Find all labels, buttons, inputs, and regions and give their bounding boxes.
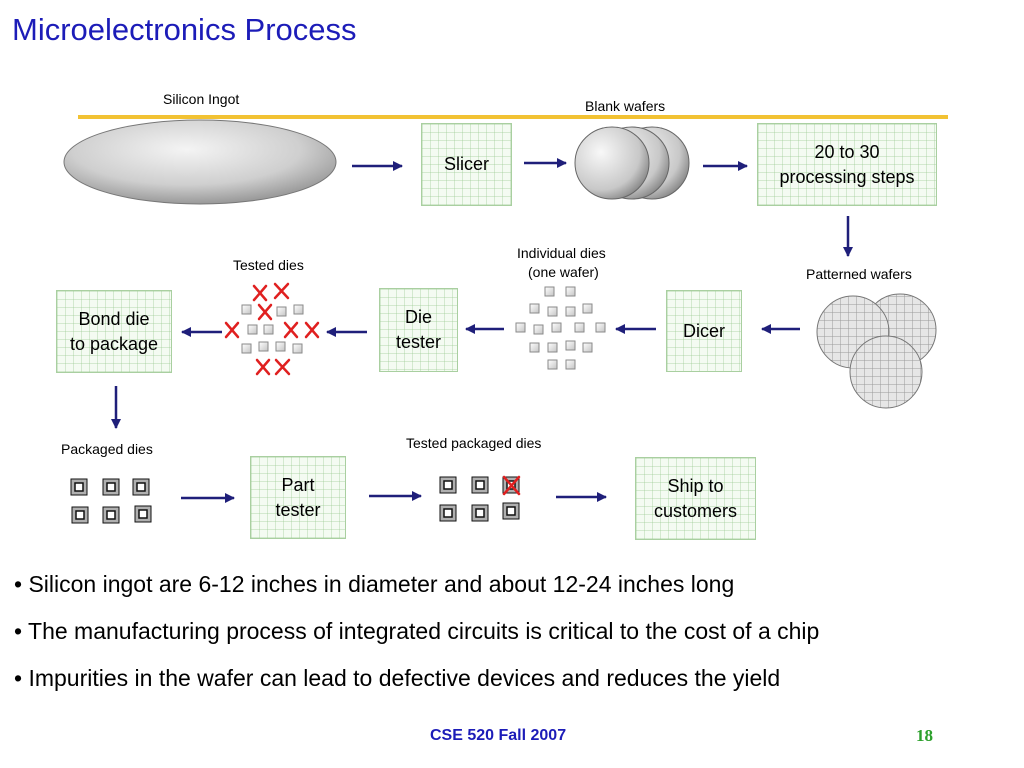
bullet-item: • Impurities in the wafer can lead to de… <box>14 665 781 691</box>
blank-wafers-icon <box>574 126 690 200</box>
divider-line <box>78 115 948 119</box>
tested-packaged-dies-icon <box>439 475 521 522</box>
label-individual-dies: Individual dies <box>517 245 606 261</box>
individual-dies-icon <box>515 286 606 370</box>
processing-steps-box: 20 to 30 processing steps <box>757 123 937 206</box>
footer-course: CSE 520 Fall 2007 <box>430 727 567 744</box>
ship-box: Ship to customers <box>635 457 756 540</box>
defective-marks <box>224 282 320 376</box>
flow-arrows <box>111 158 853 503</box>
packaged-dies-icon <box>70 478 152 524</box>
tested-dies-icon <box>241 304 304 354</box>
bullet-item: • The manufacturing process of integrate… <box>14 618 820 644</box>
label-one-wafer: (one wafer) <box>528 264 599 280</box>
page-title: Microelectronics Process <box>12 12 357 47</box>
label-blank-wafers: Blank wafers <box>585 98 666 114</box>
silicon-ingot <box>63 119 337 205</box>
patterned-wafers-icon <box>816 293 937 409</box>
bullet-item: • Silicon ingot are 6-12 inches in diame… <box>14 571 735 597</box>
page-number: 18 <box>916 726 933 745</box>
bullet-list: • Silicon ingot are 6-12 inches in diame… <box>14 566 819 707</box>
bond-die-box: Bond die to package <box>56 290 172 373</box>
slicer-box: Slicer <box>421 123 512 206</box>
label-tested-dies: Tested dies <box>233 257 304 273</box>
label-patterned-wafers: Patterned wafers <box>806 266 912 282</box>
part-tester-box: Part tester <box>250 456 346 539</box>
defective-package-mark <box>502 475 521 496</box>
dicer-box: Dicer <box>666 290 742 372</box>
die-tester-box: Die tester <box>379 288 458 372</box>
label-silicon-ingot: Silicon Ingot <box>163 91 240 107</box>
label-tested-packaged-dies: Tested packaged dies <box>406 435 542 451</box>
label-packaged-dies: Packaged dies <box>61 441 153 457</box>
